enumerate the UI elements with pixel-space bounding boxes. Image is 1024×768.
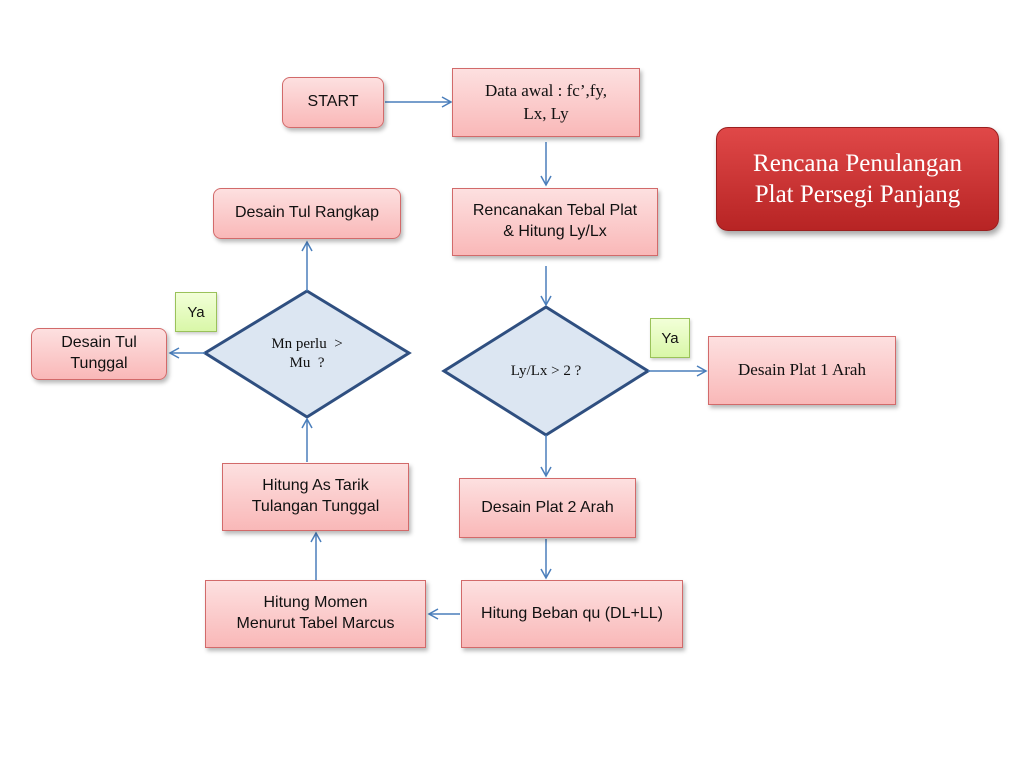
desain-tul-tunggal-node: Desain Tul Tunggal [31,328,167,380]
start-node: START [282,77,384,128]
diagram-title: Rencana Penulangan Plat Persegi Panjang [716,127,999,231]
hitung-beban-node: Hitung Beban qu (DL+LL) [461,580,683,648]
data-awal-node: Data awal : fc’,fy, Lx, Ly [452,68,640,137]
rencanakan-tebal-node: Rencanakan Tebal Plat & Hitung Ly/Lx [452,188,658,256]
decision-lylx-text: Ly/Lx > 2 ? [510,362,582,379]
hitung-momen-node: Hitung Momen Menurut Tabel Marcus [205,580,426,648]
decision-mn-text: Mn perlu > Mu ? [271,336,343,371]
desain-plat-1-arah-node: Desain Plat 1 Arah [708,336,896,405]
ya-label-left: Ya [175,292,217,332]
decision-diamond-mn [202,289,412,419]
hitung-as-tarik-node: Hitung As Tarik Tulangan Tunggal [222,463,409,531]
desain-tul-rangkap-node: Desain Tul Rangkap [213,188,401,239]
ya-label-right: Ya [650,318,690,358]
desain-plat-2-arah-node: Desain Plat 2 Arah [459,478,636,538]
